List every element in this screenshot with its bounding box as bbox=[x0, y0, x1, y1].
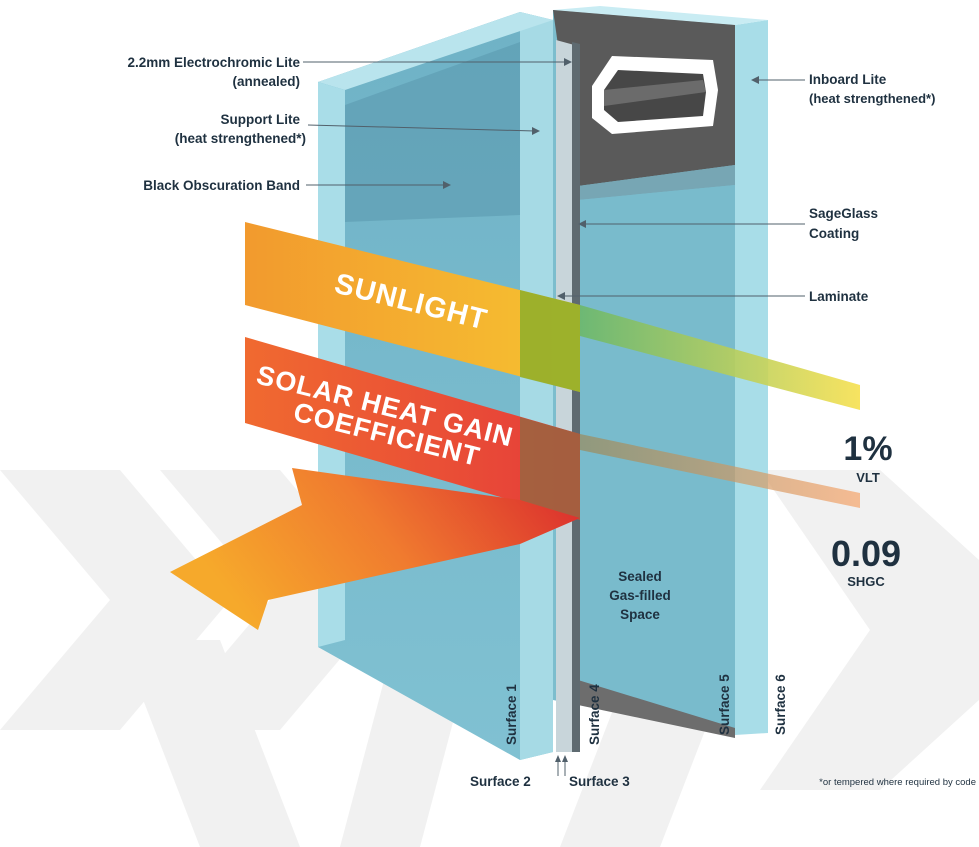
surface-4-label: Surface 4 bbox=[587, 684, 602, 745]
shgc-label: SHGC bbox=[847, 574, 885, 589]
inboard-lite-label: Inboard Lite bbox=[809, 72, 887, 87]
support-lite-label: Support Lite bbox=[221, 112, 301, 127]
spacer bbox=[553, 10, 735, 200]
shgc-arrow bbox=[170, 468, 580, 630]
gas-space-label-1: Sealed bbox=[618, 569, 662, 584]
sunlight-beam bbox=[245, 222, 860, 410]
black-band-label: Black Obscuration Band bbox=[143, 178, 300, 193]
gap-base bbox=[578, 680, 735, 738]
surface-5-label: Surface 5 bbox=[717, 674, 732, 735]
laminate-label: Laminate bbox=[809, 289, 869, 304]
surface-2-label: Surface 2 bbox=[470, 774, 531, 789]
electrochromic-lite-pane bbox=[556, 40, 580, 752]
shgc-beam bbox=[245, 337, 860, 520]
footnote: *or tempered where required by code bbox=[819, 777, 976, 788]
surface-3-label: Surface 3 bbox=[569, 774, 630, 789]
sageglass-coating-sublabel: Coating bbox=[809, 226, 859, 241]
gas-space-label-2: Gas-filled bbox=[609, 588, 671, 603]
vlt-label: VLT bbox=[856, 470, 880, 485]
vlt-value: 1% bbox=[843, 430, 892, 468]
surface-1-label: Surface 1 bbox=[504, 684, 519, 745]
shgc-value: 0.09 bbox=[831, 533, 901, 574]
surface-6-label: Surface 6 bbox=[773, 674, 788, 735]
support-lite-sublabel: (heat strengthened*) bbox=[175, 131, 306, 146]
electrochromic-lite-sublabel: (annealed) bbox=[232, 74, 300, 89]
leader-lines bbox=[303, 61, 805, 776]
sageglass-coating-label: SageGlass bbox=[809, 206, 878, 221]
electrochromic-lite-label: 2.2mm Electrochromic Lite bbox=[127, 55, 300, 70]
gas-space-label-3: Space bbox=[620, 607, 660, 622]
leader-arrowheads bbox=[443, 58, 759, 762]
inboard-lite-sublabel: (heat strengthened*) bbox=[809, 91, 935, 106]
